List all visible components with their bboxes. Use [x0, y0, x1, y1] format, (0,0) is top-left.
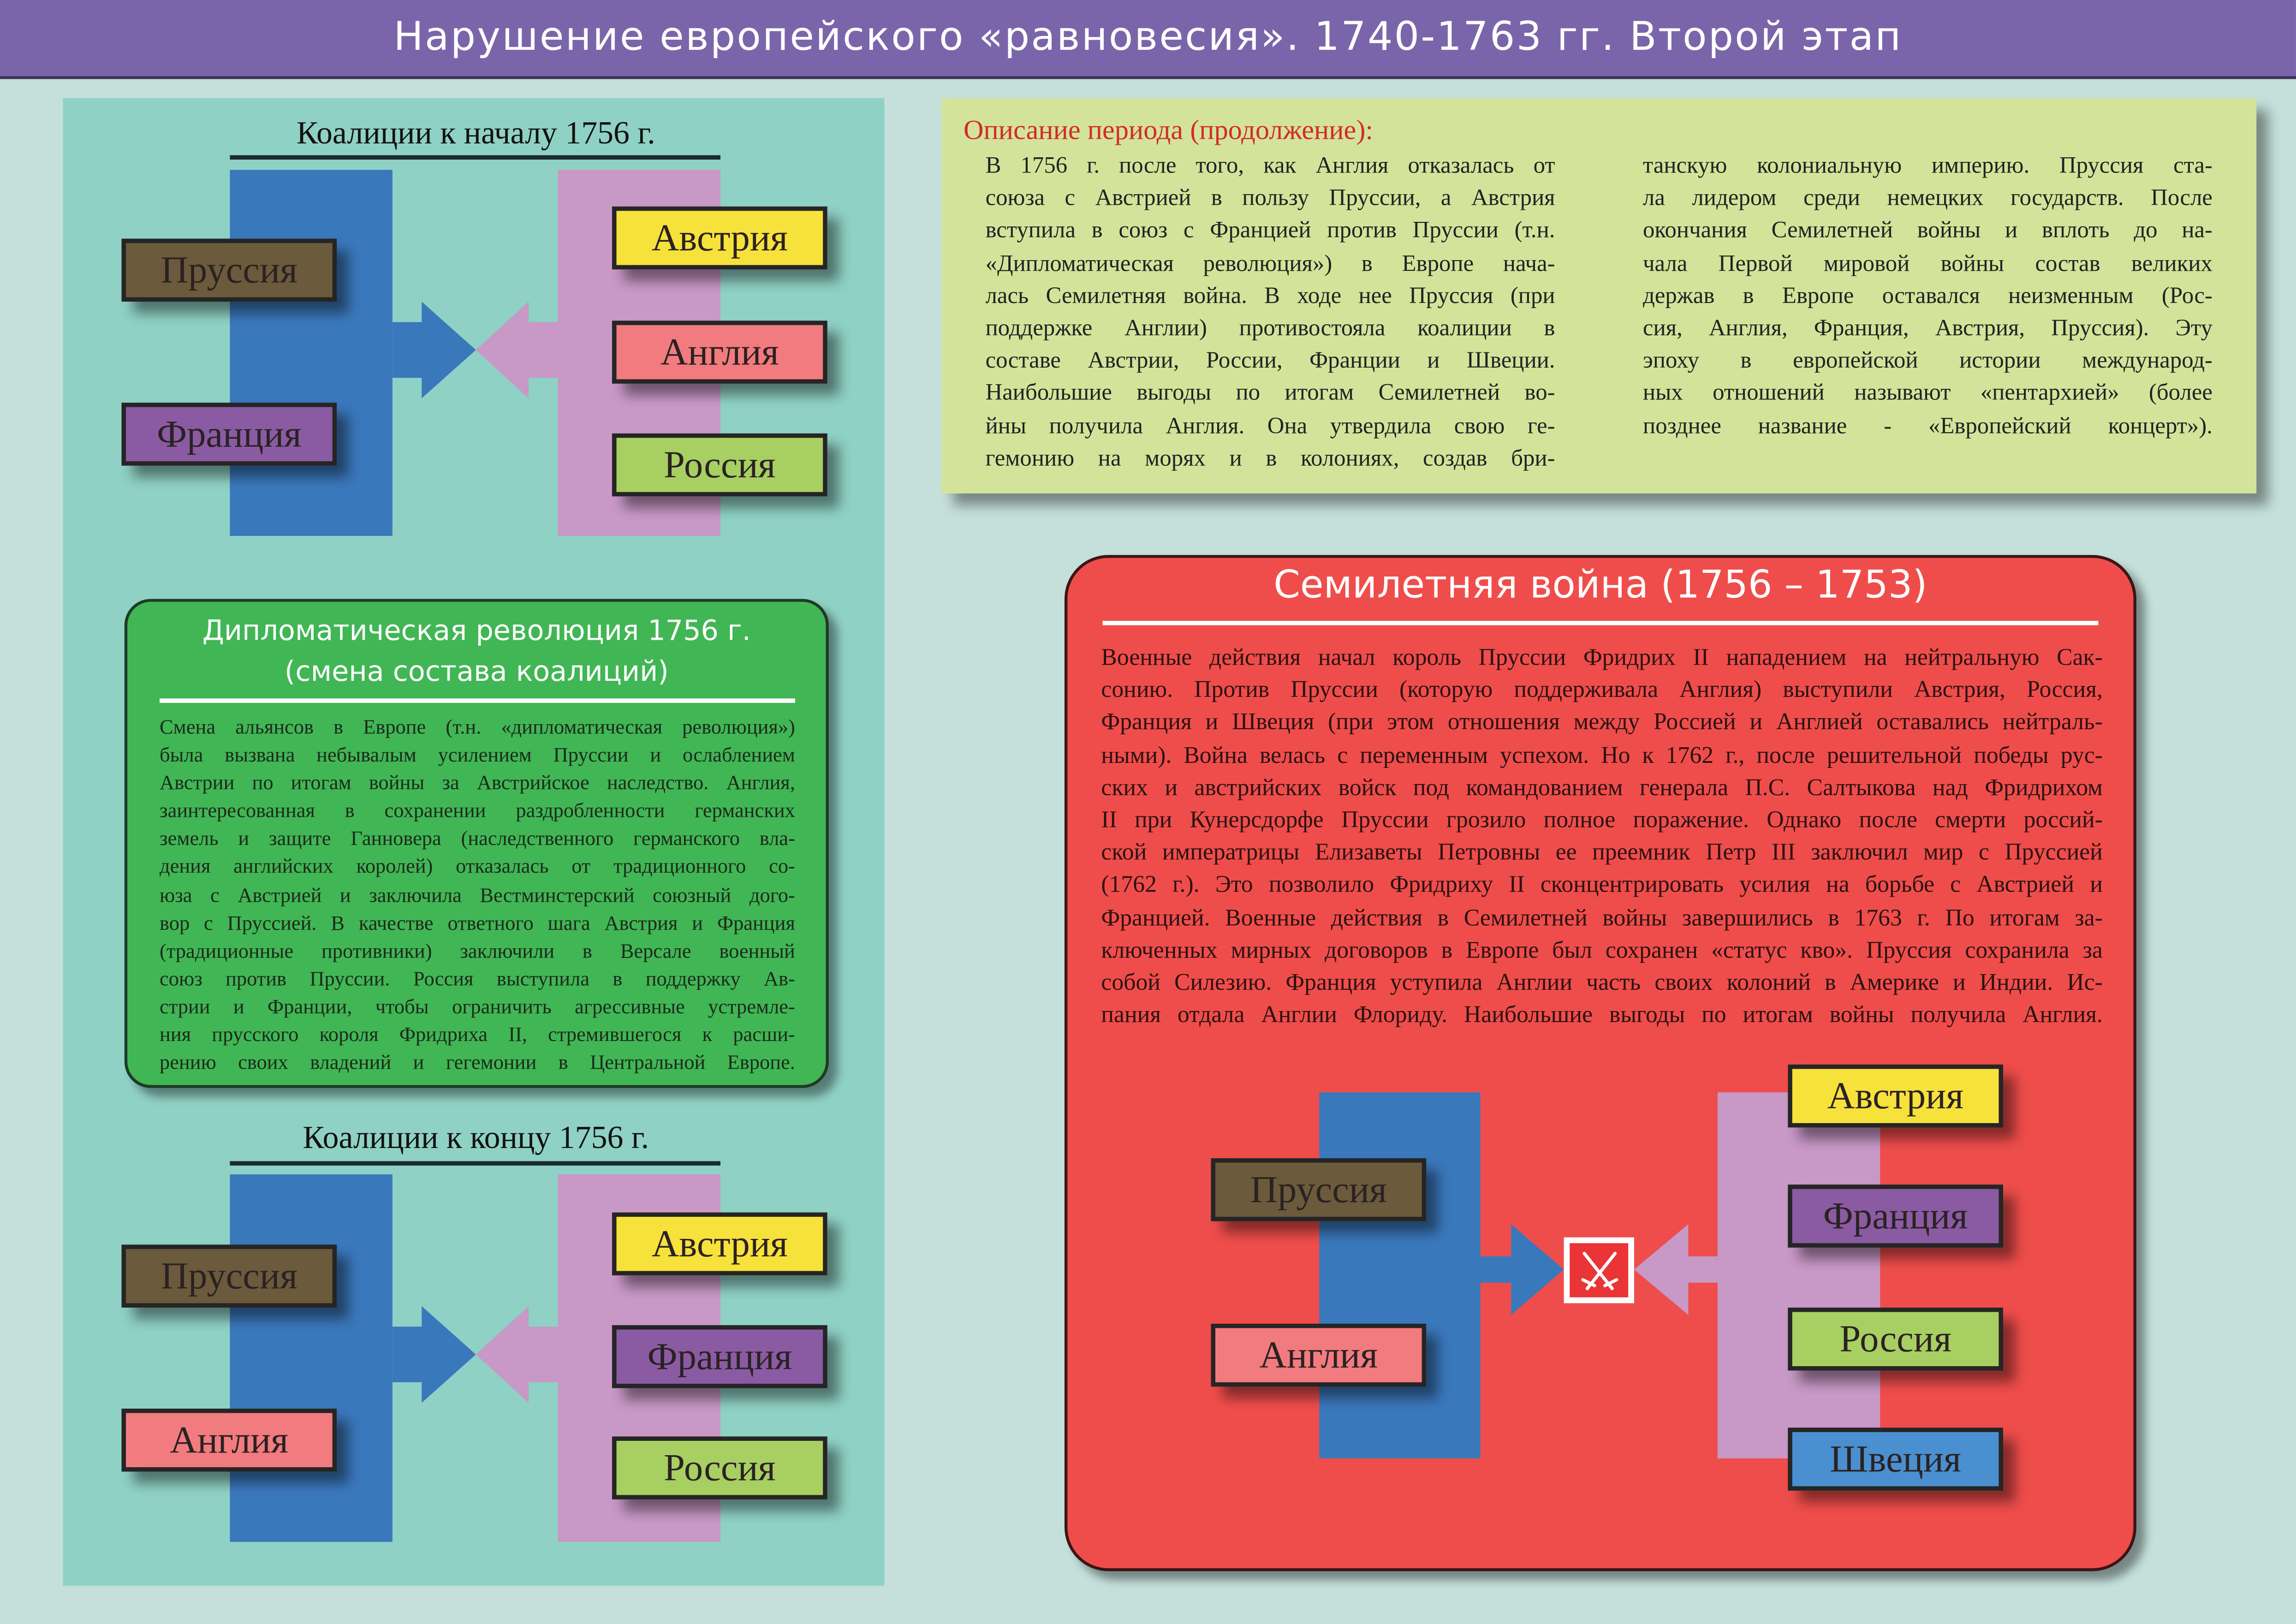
text-line: чала Первой мировой войны состав великих: [1643, 251, 2213, 276]
opposing-arrows: [392, 301, 558, 399]
text-line: собой Силезию. Франция уступила Англии ч…: [1101, 968, 2103, 996]
label-sweden: Швеция: [1788, 1428, 2003, 1491]
divider: [160, 698, 795, 703]
text-line: ключенных мирных договоров в Европе был …: [1101, 935, 2103, 964]
diplomatic-revolution-title: Дипломатическая революция 1756 г. (смена…: [127, 611, 826, 693]
blue-arrow: [392, 301, 476, 399]
title-line: Дипломатическая революция 1756 г.: [202, 615, 751, 648]
label-austria: Австрия: [1788, 1065, 2003, 1128]
text-line: поддержке Англии) противостояла коалиции…: [985, 316, 1555, 341]
text-line: ской императрицы Елизаветы Петровны ее п…: [1101, 838, 2103, 866]
austrian-bloc-bar: [1717, 1092, 1880, 1459]
divider: [1102, 621, 2099, 625]
label-russia: Россия: [612, 1436, 827, 1499]
label-prussia: Пруссия: [121, 1244, 337, 1308]
text-line: сия, Англия, Франция, Австрия, Пруссия).…: [1643, 316, 2213, 341]
text-line: Францией. Военные действия в Семилетней …: [1101, 903, 2103, 931]
text-line: Франция и Швеция (при этом отношения меж…: [1101, 708, 2103, 736]
text-line: гемонию на морях и в колониях, создав бр…: [985, 446, 1555, 471]
text-line: Наибольшие выгоды по итогам Семилетней в…: [985, 381, 1555, 406]
label-russia: Россия: [1788, 1308, 2003, 1371]
text-line: держав в Европе оставался неизменным (Ро…: [1643, 284, 2213, 309]
text-line: Смена альянсов в Европе (т.н. «дипломати…: [160, 717, 795, 740]
period-description-heading: Описание периода (продолжение):: [963, 115, 1374, 147]
text-line: составе Австрии, России, Франции и Швеци…: [985, 349, 1555, 374]
label-england: Англия: [612, 321, 827, 384]
text-line: танскую колониальную империю. Пруссия ст…: [1643, 154, 2213, 179]
text-line: ла лидером среди немецких государств. По…: [1643, 186, 2213, 211]
label-austria: Австрия: [612, 1212, 827, 1276]
text-line: ными). Война велась с переменным успехом…: [1101, 740, 2103, 768]
label-prussia: Пруссия: [1211, 1158, 1427, 1221]
blue-arrow: [1480, 1224, 1564, 1315]
description-column-2: танскую колониальную империю. Пруссия ст…: [1643, 151, 2213, 443]
text-line: союза с Австрией в пользу Пруссии, а Авс…: [985, 186, 1555, 211]
label-england: Англия: [1211, 1323, 1427, 1387]
description-column-1: В 1756 г. после того, как Англия отказал…: [986, 151, 1555, 476]
text-line: союз против Пруссии. Россия выступила в …: [160, 969, 795, 991]
opposing-arrows: [392, 1306, 558, 1403]
text-line: ния прусского короля Фридриха II, стреми…: [160, 1025, 795, 1047]
text-line: «Дипломатическая революция») в Европе на…: [985, 251, 1555, 276]
diplomatic-revolution-box: Дипломатическая революция 1756 г. (смена…: [124, 599, 829, 1088]
opposing-arrows: [1480, 1224, 1718, 1315]
text-line: ских и австрийских войск под командовани…: [1101, 773, 2103, 801]
text-line: В 1756 г. после того, как Англия отказал…: [985, 154, 1555, 179]
text-line: Австрии по итогам войны за Австрийское н…: [160, 773, 795, 796]
seven-years-war-title: Семилетняя война (1756 – 1753): [1273, 564, 1927, 608]
label-france: Франция: [121, 403, 337, 466]
coalitions-start-title: Коалиции к началу 1756 г.: [296, 114, 655, 151]
text-line: позднее название - «Европейский концерт»…: [1643, 414, 2213, 439]
text-line: вступила в союз с Францией против Прусси…: [985, 219, 1555, 244]
prussian-bloc-bar: [1319, 1092, 1481, 1459]
seven-years-war-text: Военные действия начал король Пруссии Фр…: [1101, 642, 2102, 1032]
text-line: рению своих владений и гегемонии в Центр…: [160, 1053, 795, 1075]
text-line: пания отдала Англии Флориду. Наибольшие …: [1101, 1000, 2103, 1029]
text-line: (1762 г.). Это позволило Фридриху II ско…: [1101, 870, 2103, 898]
label-france: Франция: [1788, 1184, 2003, 1248]
text-line: окончания Семилетней войны и вплоть до н…: [1643, 219, 2213, 244]
prussian-bloc-bar: [230, 170, 393, 536]
text-line: сонию. Против Пруссии (которую поддержив…: [1101, 675, 2103, 703]
text-line: вор с Пруссией. В качестве ответного шаг…: [160, 913, 795, 935]
text-line: юза с Австрией и заключила Вестминстерск…: [160, 885, 795, 907]
text-line: дения английских королей) отказалась от …: [160, 857, 795, 880]
crossed-swords-icon: [1564, 1237, 1634, 1303]
text-line: заинтересованная в сохранении раздроблен…: [160, 801, 795, 824]
text-line: стрии и Франции, чтобы ограничить агресс…: [160, 997, 795, 1019]
diplomatic-revolution-text: Смена альянсов в Европе (т.н. «дипломати…: [160, 714, 795, 1078]
title-line: (смена состава коалиций): [284, 656, 669, 689]
label-england: Англия: [121, 1409, 337, 1472]
blue-arrow: [392, 1306, 476, 1403]
coalitions-end-title: Коалиции к концу 1756 г.: [303, 1118, 649, 1155]
text-line: ных отношений называют «пентархией» (бол…: [1643, 381, 2213, 406]
text-line: (традиционные противники) заключили в Ве…: [160, 941, 795, 964]
text-line: земель и защите Ганновера (наследственно…: [160, 829, 795, 851]
text-line: была вызвана небывалым усилением Пруссии…: [160, 745, 795, 767]
label-austria: Австрия: [612, 206, 827, 270]
pink-arrow: [1634, 1224, 1718, 1315]
prussian-bloc-bar: [230, 1174, 393, 1542]
text-line: II при Кунерсдорфе Пруссии грозило полно…: [1101, 805, 2103, 833]
text-line: Военные действия начал король Пруссии Фр…: [1101, 642, 2103, 671]
text-line: йны получила Англия. Она утвердила свою …: [985, 414, 1555, 439]
title-underline: [230, 1161, 720, 1166]
period-description-box: Описание периода (продолжение): В 1756 г…: [941, 98, 2257, 494]
label-prussia: Пруссия: [121, 238, 337, 302]
pink-arrow: [476, 1306, 558, 1403]
label-france: Франция: [612, 1325, 827, 1388]
text-line: лась Семилетняя война. В ходе нее Прусси…: [985, 284, 1555, 309]
title-underline: [230, 155, 720, 160]
seven-years-war-box: Семилетняя война (1756 – 1753) Военные д…: [1065, 555, 2136, 1571]
label-russia: Россия: [612, 433, 827, 497]
text-line: эпоху в европейской истории международ-: [1643, 349, 2213, 374]
page-title: Нарушение европейского «равновесия». 174…: [0, 0, 2296, 79]
pink-arrow: [476, 301, 558, 399]
